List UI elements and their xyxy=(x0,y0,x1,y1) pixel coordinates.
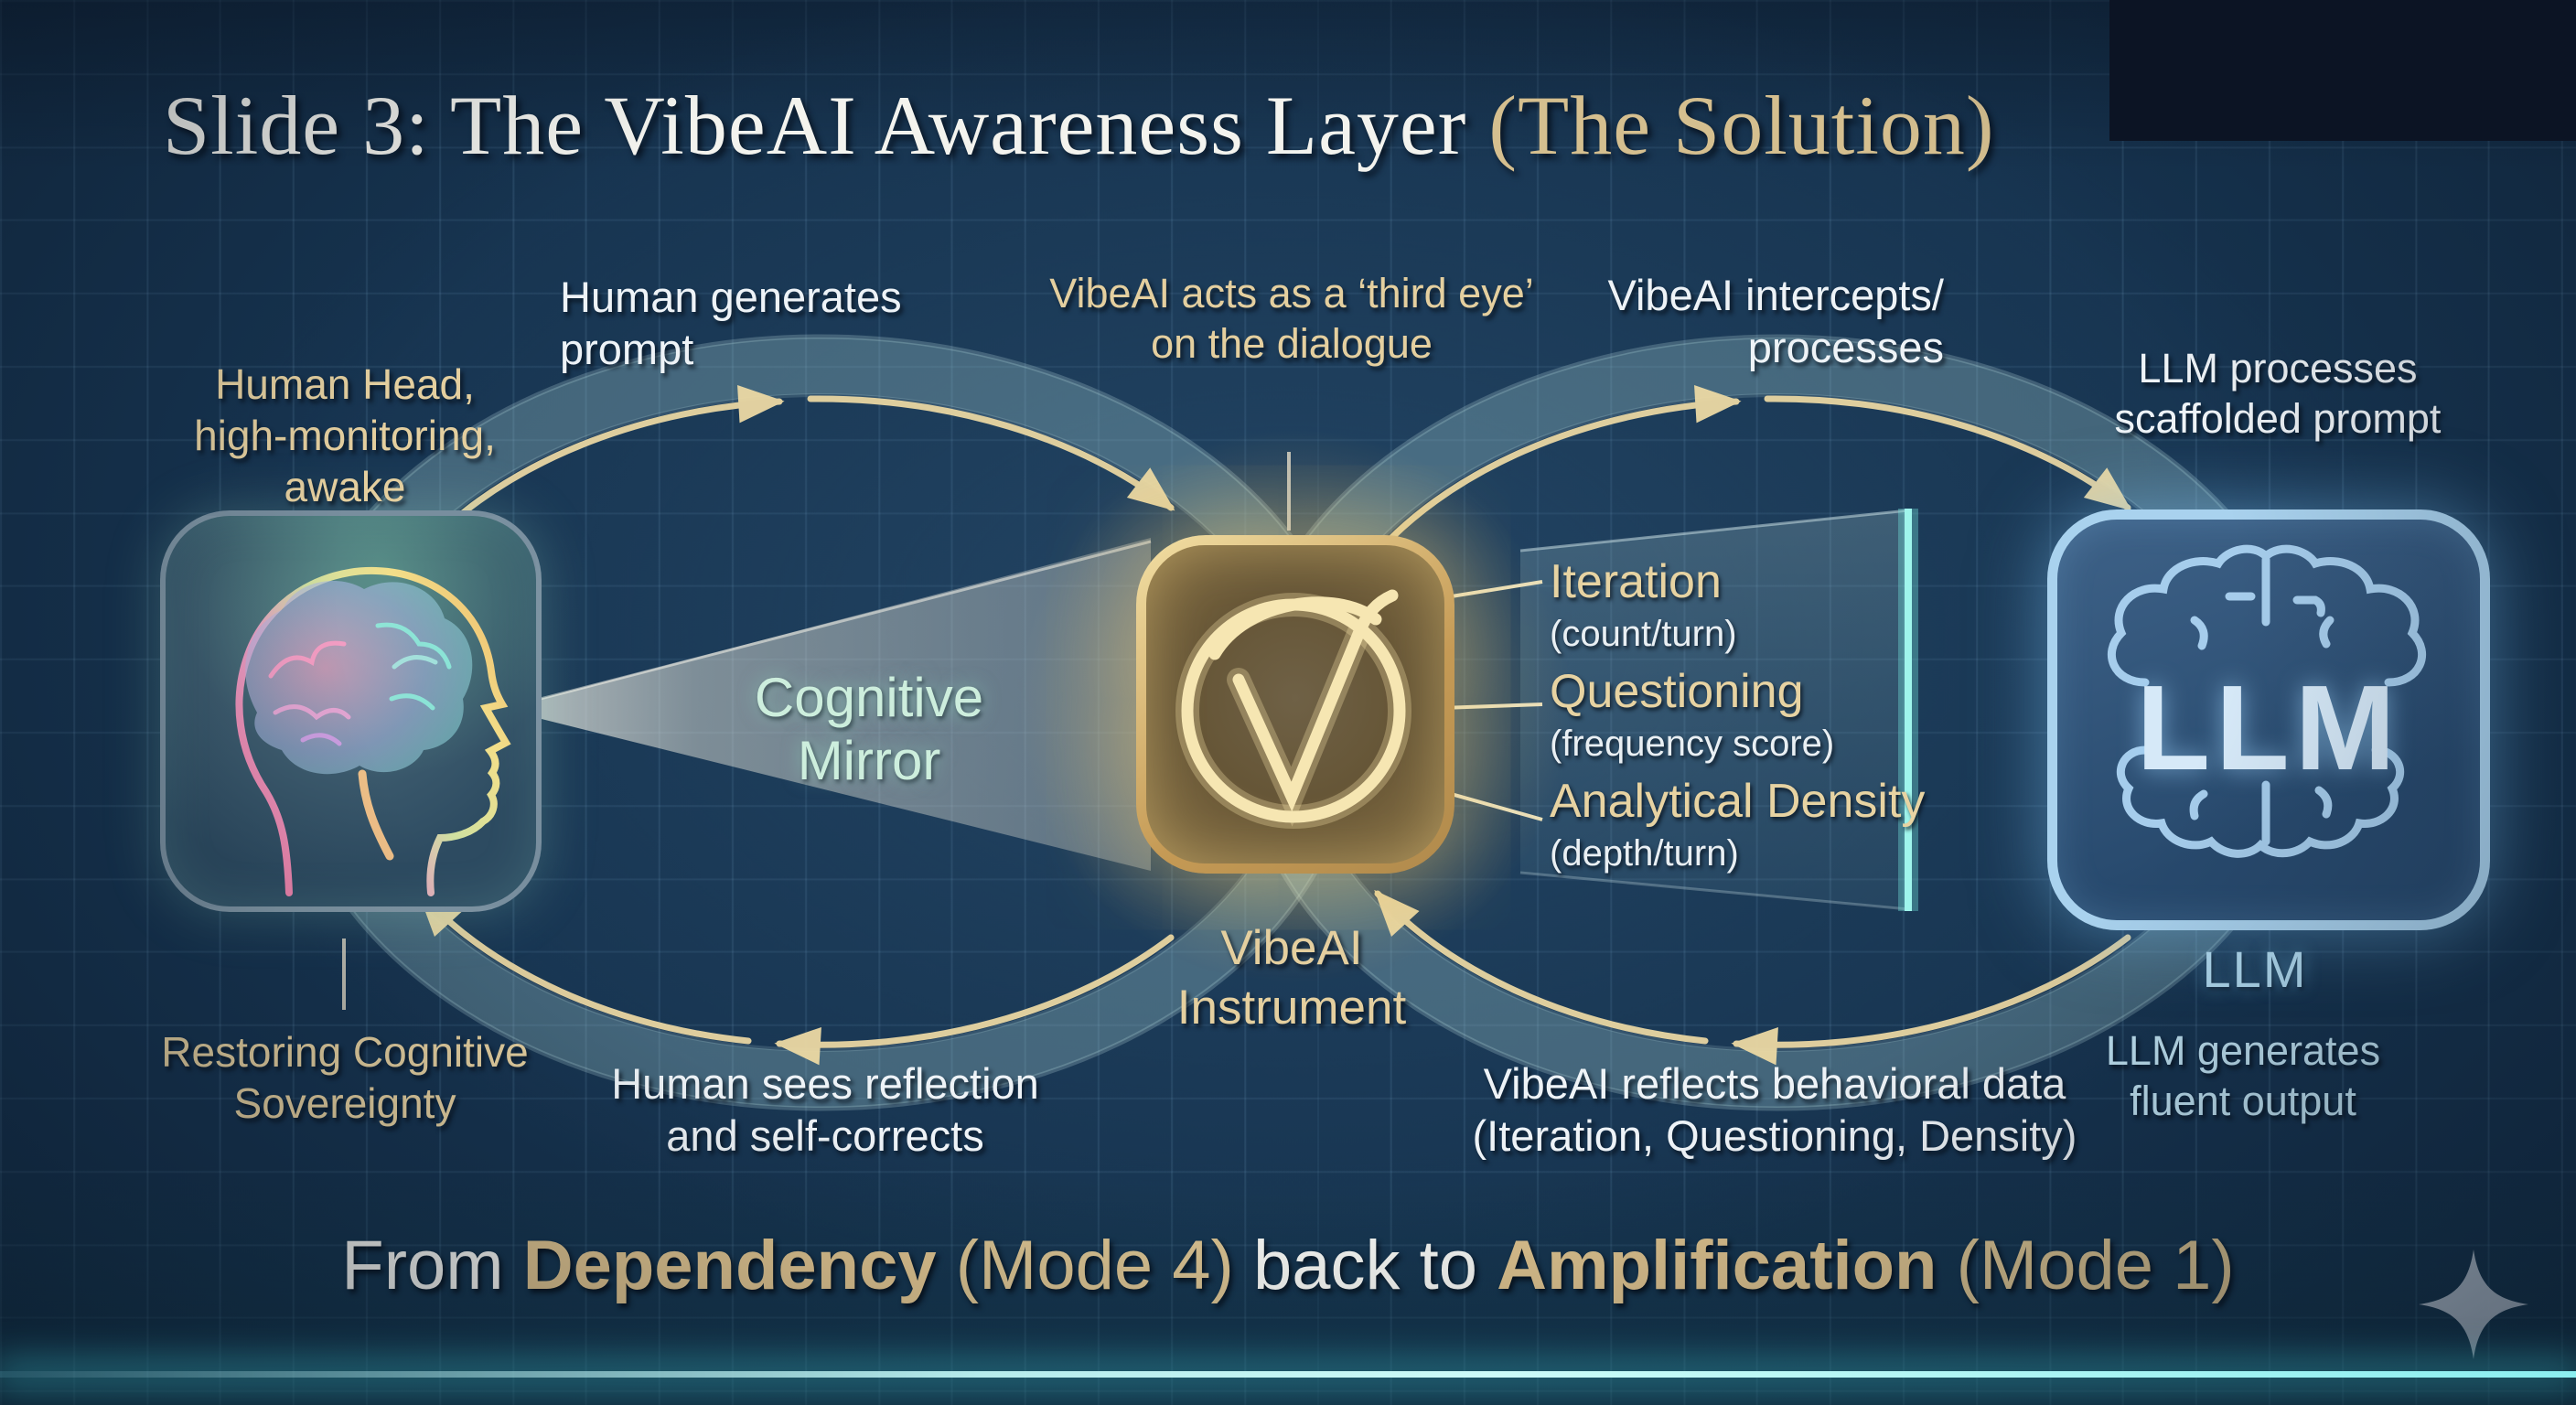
bottom-glow-line xyxy=(0,1371,2576,1378)
redaction-box xyxy=(2109,0,2576,141)
slide-title-main: Slide 3: The VibeAI Awareness Layer xyxy=(163,79,1489,172)
metric-unit: (depth/turn) xyxy=(1550,833,1739,874)
metric-unit: (frequency score) xyxy=(1550,724,1835,765)
vibeai-intercepts-label: VibeAI intercepts/ processes xyxy=(1607,271,1944,372)
human-head-label: Human Head, high-monitoring, awake xyxy=(194,360,496,511)
vibeai-instrument-label: VibeAI Instrument xyxy=(1176,921,1407,1035)
llm-icon-text: LLM xyxy=(2136,660,2401,795)
sparkle-icon xyxy=(2419,1249,2528,1359)
cognitive-mirror-label: Cognitive Mirror xyxy=(754,667,984,791)
bottom-banner: From Dependency (Mode 4) back to Amplifi… xyxy=(0,1226,2576,1305)
vibeai-logo-icon xyxy=(1175,589,1411,829)
banner-dependency: Dependency xyxy=(522,1227,937,1304)
llm-icon: LLM xyxy=(2047,509,2490,930)
human-brain-profile-icon xyxy=(235,566,511,896)
metric-questioning: Questioning (frequency score) xyxy=(1550,665,1934,765)
metric-name: Analytical Density xyxy=(1550,775,1926,828)
metric-analytical-density: Analytical Density (depth/turn) xyxy=(1550,775,1934,874)
slide-title-accent: (The Solution) xyxy=(1488,79,1995,172)
llm-processes-label: LLM processes scaffolded prompt xyxy=(2114,345,2442,442)
llm-generates-label: LLM generates fluent output xyxy=(2105,1027,2381,1124)
banner-amplification: Amplification xyxy=(1497,1227,1937,1304)
human-sees-label: Human sees reflection and self-corrects xyxy=(611,1059,1039,1161)
banner-mode4: (Mode 4) xyxy=(936,1227,1253,1304)
llm-caption: LLM xyxy=(2202,940,2308,998)
banner-from: From xyxy=(341,1227,523,1304)
banner-mode1: (Mode 1) xyxy=(1937,1227,2235,1304)
metric-unit: (count/turn) xyxy=(1550,614,1737,655)
vibeai-instrument-icon xyxy=(1136,535,1454,874)
metric-name: Questioning xyxy=(1550,665,1804,718)
metric-name: Iteration xyxy=(1550,555,1722,608)
banner-back-to: back to xyxy=(1252,1227,1497,1304)
metric-iteration: Iteration (count/turn) xyxy=(1550,555,1934,655)
slide-title: Slide 3: The VibeAI Awareness Layer (The… xyxy=(163,77,1995,174)
human-head-icon xyxy=(160,510,542,912)
restoring-sovereignty-label: Restoring Cognitive Sovereignty xyxy=(161,1028,529,1128)
